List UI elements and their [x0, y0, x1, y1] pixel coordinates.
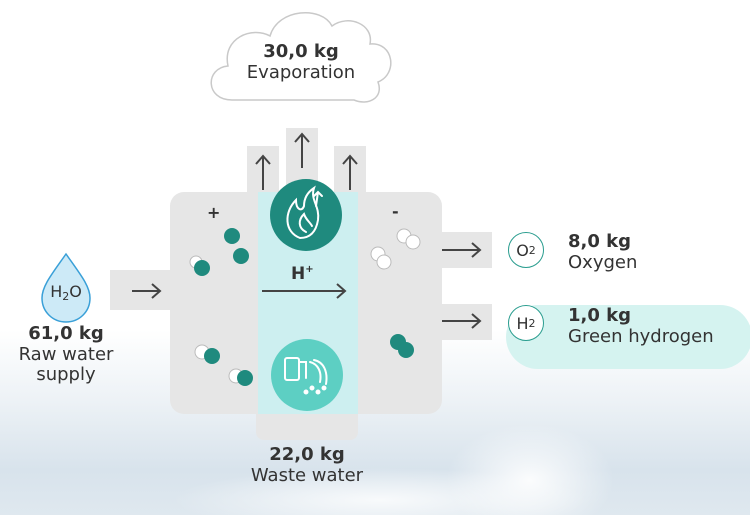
proton-sup: +: [305, 264, 314, 275]
anode-sign: +: [207, 203, 221, 222]
hydrogen-text: Green hydrogen: [568, 325, 714, 347]
cathode-sign: -: [392, 202, 399, 221]
water-drop-icon: [41, 252, 91, 323]
waste-water-amount: 22,0 kg: [269, 444, 345, 465]
raw-water-line2: supply: [36, 364, 96, 386]
evaporation-label: 30,0 kg Evaporation: [236, 41, 366, 83]
hydrogen-label: 1,0 kg Green hydrogen: [568, 305, 714, 347]
oxygen-text: Oxygen: [568, 251, 638, 273]
raw-water-amount: 61,0 kg: [28, 323, 104, 344]
water-formula: H2O: [50, 282, 82, 303]
cloud-shape: [210, 12, 392, 103]
up-arrows: [255, 132, 358, 190]
hydrogen-highlight: [506, 305, 750, 369]
raw-water-line1: Raw water: [18, 343, 114, 365]
hydrogen-amount: 1,0 kg: [568, 305, 632, 326]
right-arrows: [132, 242, 482, 329]
raw-water-label: 61,0 kg Raw water supply: [0, 323, 132, 386]
oxygen-label: 8,0 kg Oxygen: [568, 231, 638, 273]
evaporation-text: Evaporation: [246, 61, 356, 83]
evaporation-amount: 30,0 kg: [263, 41, 339, 62]
oxygen-amount: 8,0 kg: [568, 231, 632, 252]
molecules-left: [189, 228, 253, 386]
proton-main: H: [291, 264, 306, 284]
proton-label: H+: [291, 264, 314, 284]
waste-water-text: Waste water: [250, 464, 364, 486]
molecules-right: [370, 228, 421, 358]
flame-water-icon: [270, 179, 342, 251]
waste-water-label: 22,0 kg Waste water: [222, 444, 392, 486]
